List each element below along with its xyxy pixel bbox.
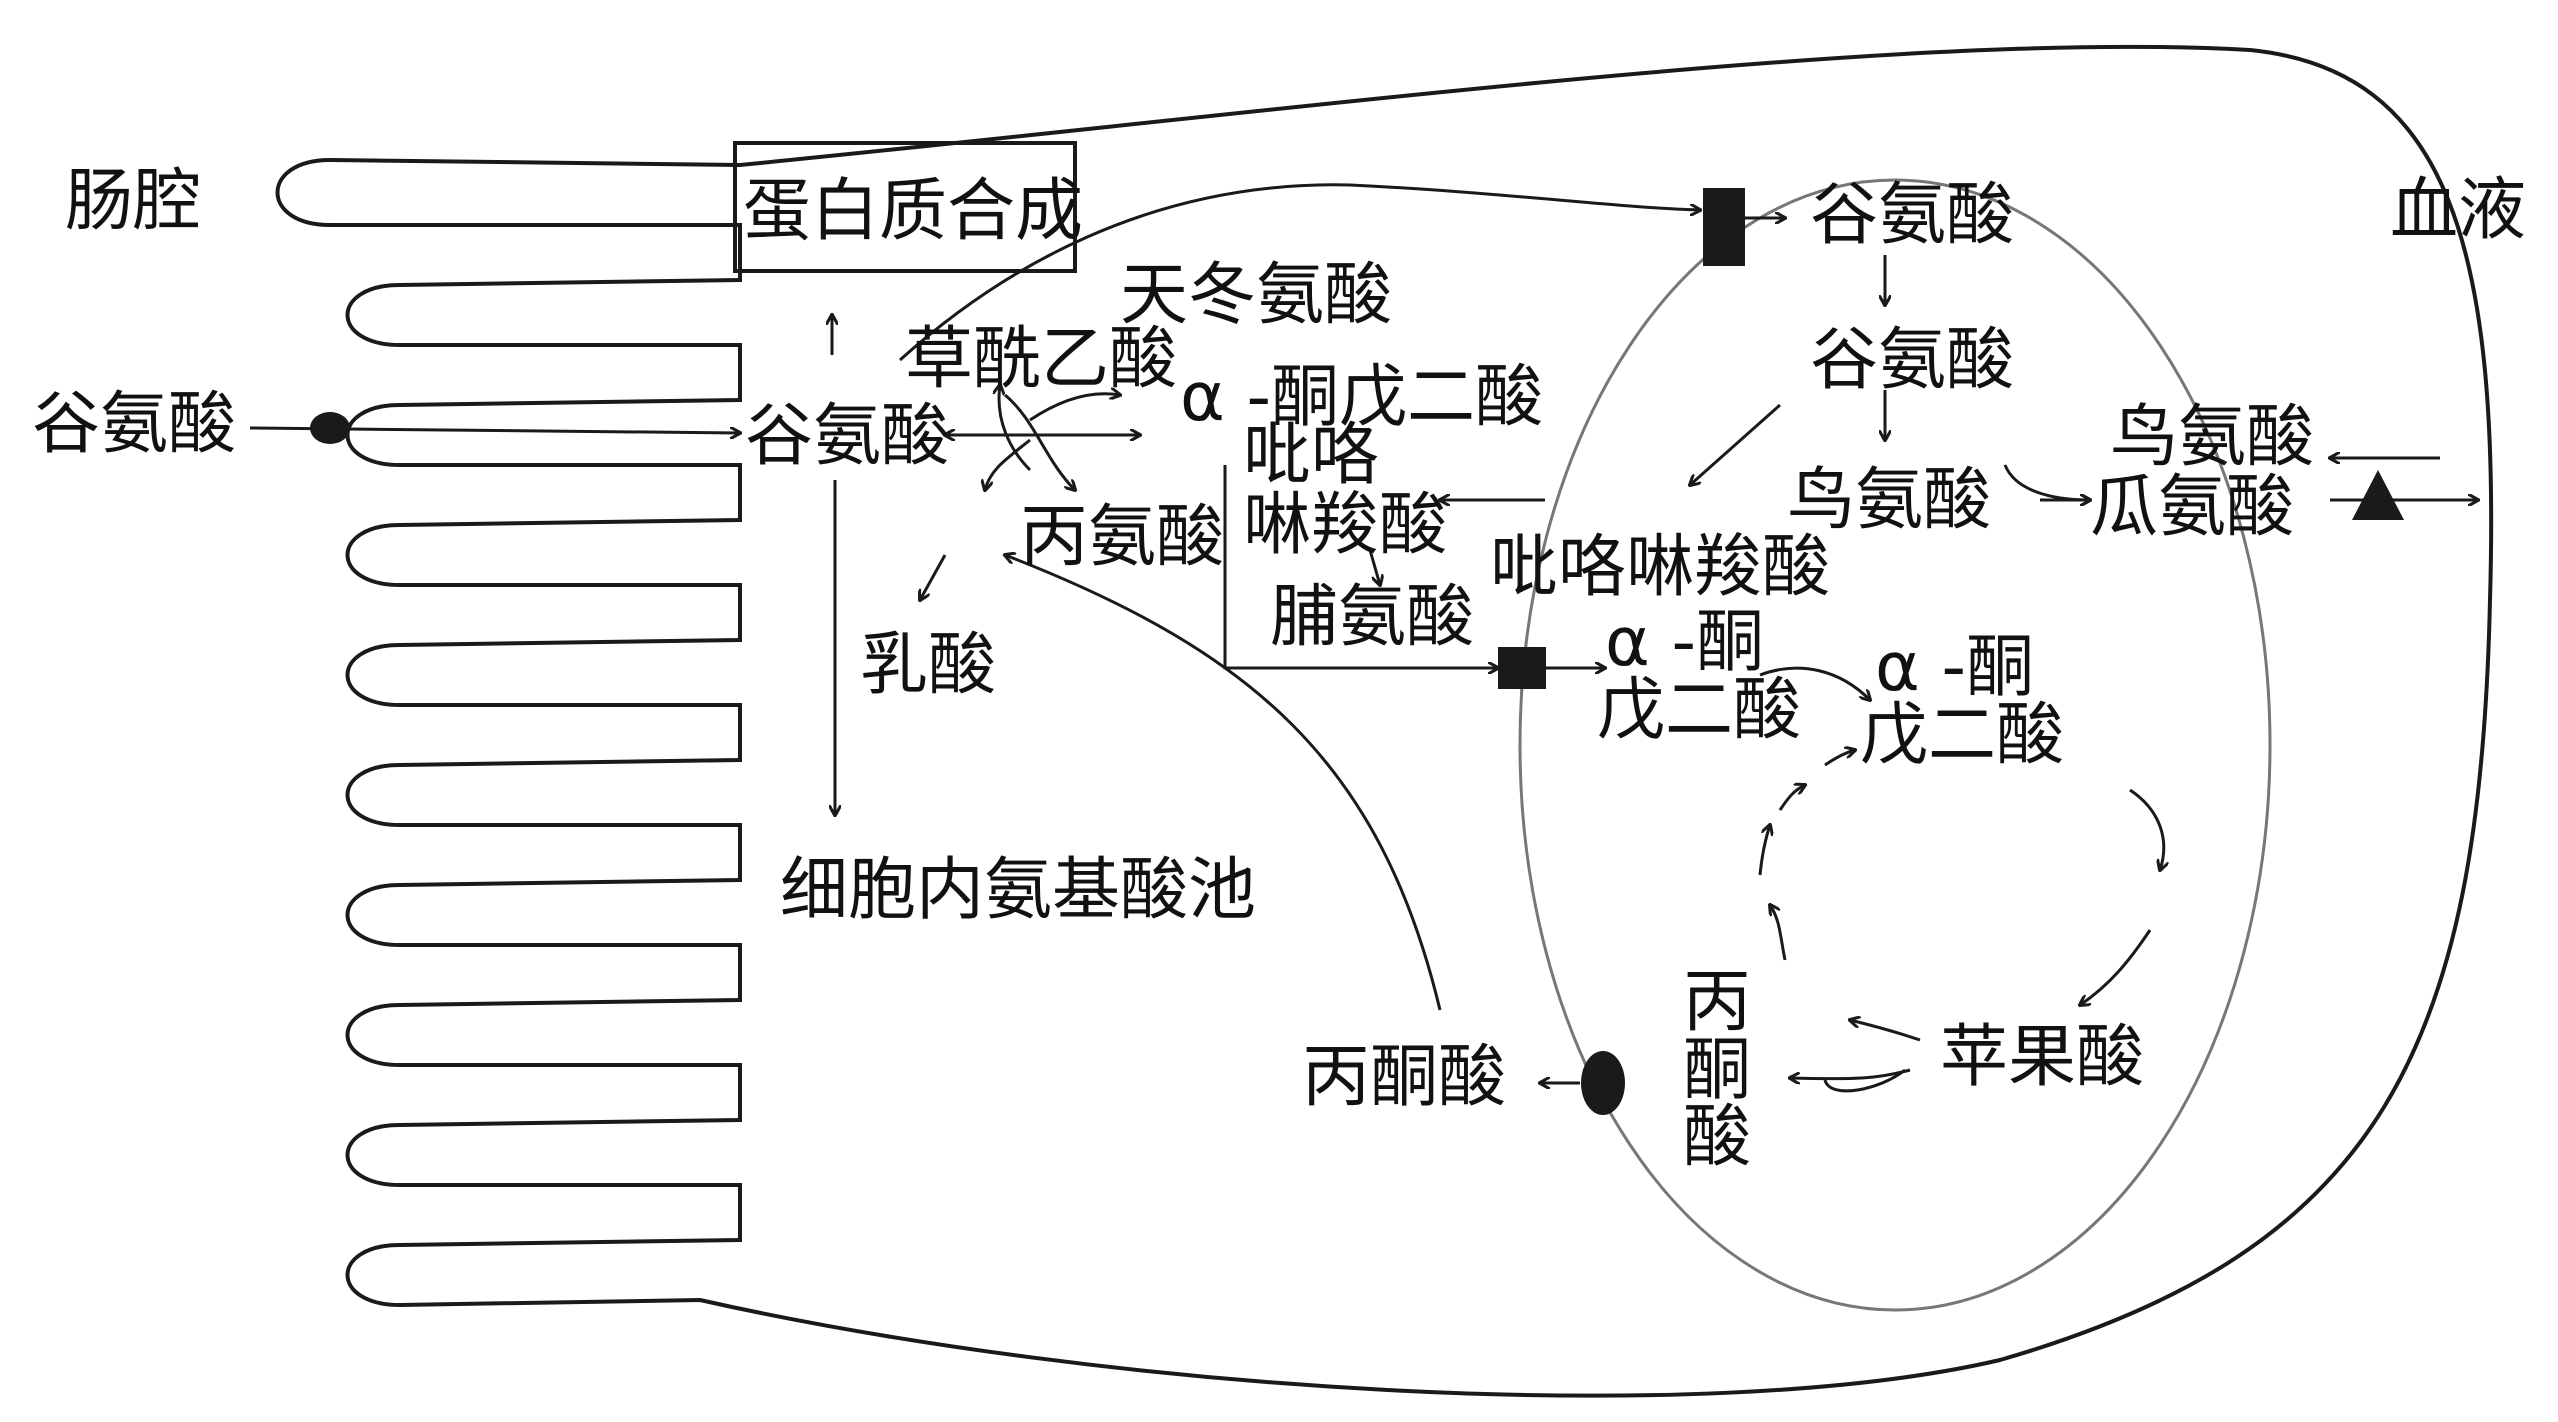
label-glu-lumen: 谷氨酸 — [32, 385, 236, 464]
label-p5c-mito: 吡咯啉羧酸 — [1490, 528, 1830, 607]
label-glu-mito: 谷氨酸 — [1810, 321, 2014, 400]
protein-synthesis-box — [733, 141, 1077, 273]
label-pyruvate-mito-2: 酮 — [1683, 1031, 1751, 1110]
label-citrulline: 瓜氨酸 — [2090, 468, 2294, 547]
label-aspartate: 天冬氨酸 — [1120, 256, 1392, 335]
arrow-pyruvate-to-ala — [1005, 555, 1442, 1011]
label-ornithine-out: 鸟氨酸 — [2110, 398, 2314, 477]
label-akg-mito-a-1: α -酮 — [1605, 603, 1764, 682]
arrow-x-to-akg — [1029, 394, 1120, 422]
arrow-ala-to-lactate — [920, 554, 947, 600]
label-akg-mito-a-2: 戊二酸 — [1597, 671, 1801, 750]
malate-hook-arrow — [1823, 1068, 1906, 1093]
arrow-pyr-to-akg-2 — [1758, 825, 1770, 876]
label-p5c-cyto-1: 吡咯 — [1243, 416, 1379, 495]
label-proline: 脯氨酸 — [1270, 578, 1474, 657]
mitochondrion — [1518, 178, 2272, 1312]
label-akg-cyto: α -酮戊二酸 — [1180, 358, 1543, 437]
label-akg-mito-b-1: α -酮 — [1875, 628, 2034, 707]
arrow-akg-to-malate — [2129, 788, 2164, 870]
mito-glu-transporter — [1703, 188, 1745, 266]
arrow-x-to-oaa — [999, 385, 1032, 472]
mito-akg-transporter — [1498, 647, 1546, 689]
arrow-proline-to-mito — [1223, 465, 1498, 668]
mito-pyruvate-transporter — [1581, 1051, 1625, 1115]
arrow-malate-to-pyr-a — [1850, 1020, 1921, 1042]
arrow-orn-to-citrulline — [2003, 464, 2090, 500]
arrow-lumen-glu-to-cell — [249, 426, 740, 433]
label-lumen: 肠腔 — [65, 162, 201, 241]
arrow-pyr-to-akg-1 — [1770, 905, 1787, 961]
cell-membrane — [275, 44, 2494, 1398]
label-malate: 苹果酸 — [1940, 1018, 2144, 1097]
label-alanine: 丙氨酸 — [1020, 498, 1224, 577]
arrow-cycle-down — [2080, 929, 2152, 1005]
label-pyruvate-mito-3: 酸 — [1683, 1098, 1751, 1177]
label-protein-synthesis: 蛋白质合成 — [743, 172, 1083, 251]
arrow-glu-to-p5c — [1690, 403, 1781, 485]
label-aa-pool: 细胞内氨基酸池 — [780, 851, 1256, 930]
arrow-pyr-to-akg-4 — [1824, 750, 1855, 767]
basolateral-transporter — [2352, 470, 2404, 520]
label-glu-cell: 谷氨酸 — [745, 397, 949, 476]
label-oxaloacetate: 草酰乙酸 — [905, 320, 1177, 399]
label-pyruvate-cyto: 丙酮酸 — [1302, 1038, 1506, 1117]
label-p5c-cyto-2: 啉羧酸 — [1243, 486, 1447, 565]
label-blood: 血液 — [2390, 171, 2526, 250]
label-akg-mito-b-2: 戊二酸 — [1860, 696, 2064, 775]
arrow-akg-to-akg — [1759, 666, 1870, 700]
arrow-x-to-ala — [985, 438, 1031, 490]
arrow-glu-to-mito — [898, 183, 1700, 362]
arrow-oaa-to-ala — [1004, 393, 1075, 490]
label-glu-mito-top: 谷氨酸 — [1810, 176, 2014, 255]
label-lactate: 乳酸 — [860, 626, 996, 705]
arrow-pyr-to-akg-3 — [1778, 785, 1805, 811]
label-ornithine-mito: 鸟氨酸 — [1787, 461, 1991, 540]
arrow-p5c-to-proline — [1368, 549, 1380, 585]
label-pyruvate-mito-1: 丙 — [1683, 963, 1751, 1042]
